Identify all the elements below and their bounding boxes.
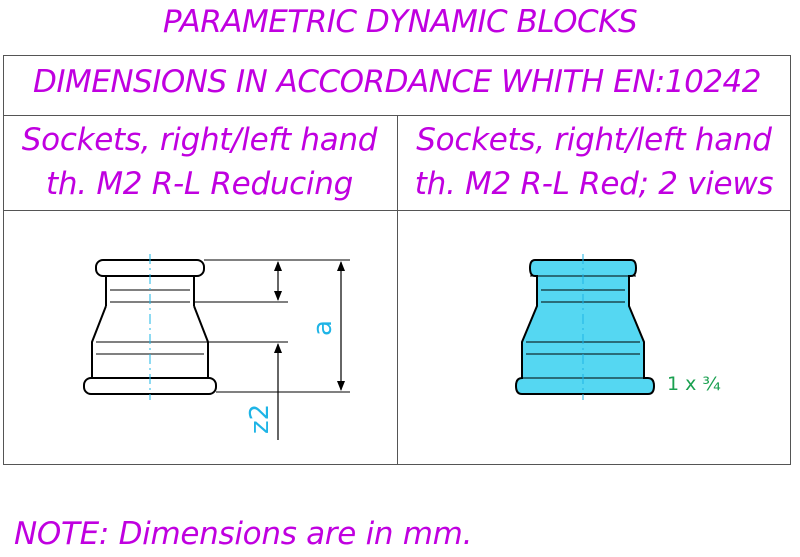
size-label: 1 x ¾ xyxy=(667,373,721,395)
dimension-lines xyxy=(274,261,345,440)
dimension-label-z2: z2 xyxy=(245,404,275,434)
dimension-extension-lines xyxy=(194,259,350,393)
dimension-label-a: a xyxy=(308,320,338,336)
column-heading-right-line1: Sockets, right/left hand xyxy=(416,122,772,158)
table-column-divider xyxy=(397,115,398,465)
column-heading-left-line2: th. M2 R-L Reducing xyxy=(46,166,353,202)
socket-right-drawing xyxy=(514,259,656,395)
column-heading-right: Sockets, right/left hand th. M2 R-L Red;… xyxy=(397,118,791,206)
table-subtitle: DIMENSIONS IN ACCORDANCE WHITH EN:10242 xyxy=(33,64,762,100)
column-heading-left-line1: Sockets, right/left hand xyxy=(21,122,378,158)
page-title: PARAMETRIC DYNAMIC BLOCKS xyxy=(162,4,638,40)
socket-right-body xyxy=(514,259,656,395)
column-heading-left: Sockets, right/left hand th. M2 R-L Redu… xyxy=(3,118,396,206)
footer-note: NOTE: Dimensions are in mm. xyxy=(14,516,473,552)
socket-left-upper-body xyxy=(105,276,195,306)
column-heading-right-line2: th. M2 R-L Red; 2 views xyxy=(414,166,774,202)
